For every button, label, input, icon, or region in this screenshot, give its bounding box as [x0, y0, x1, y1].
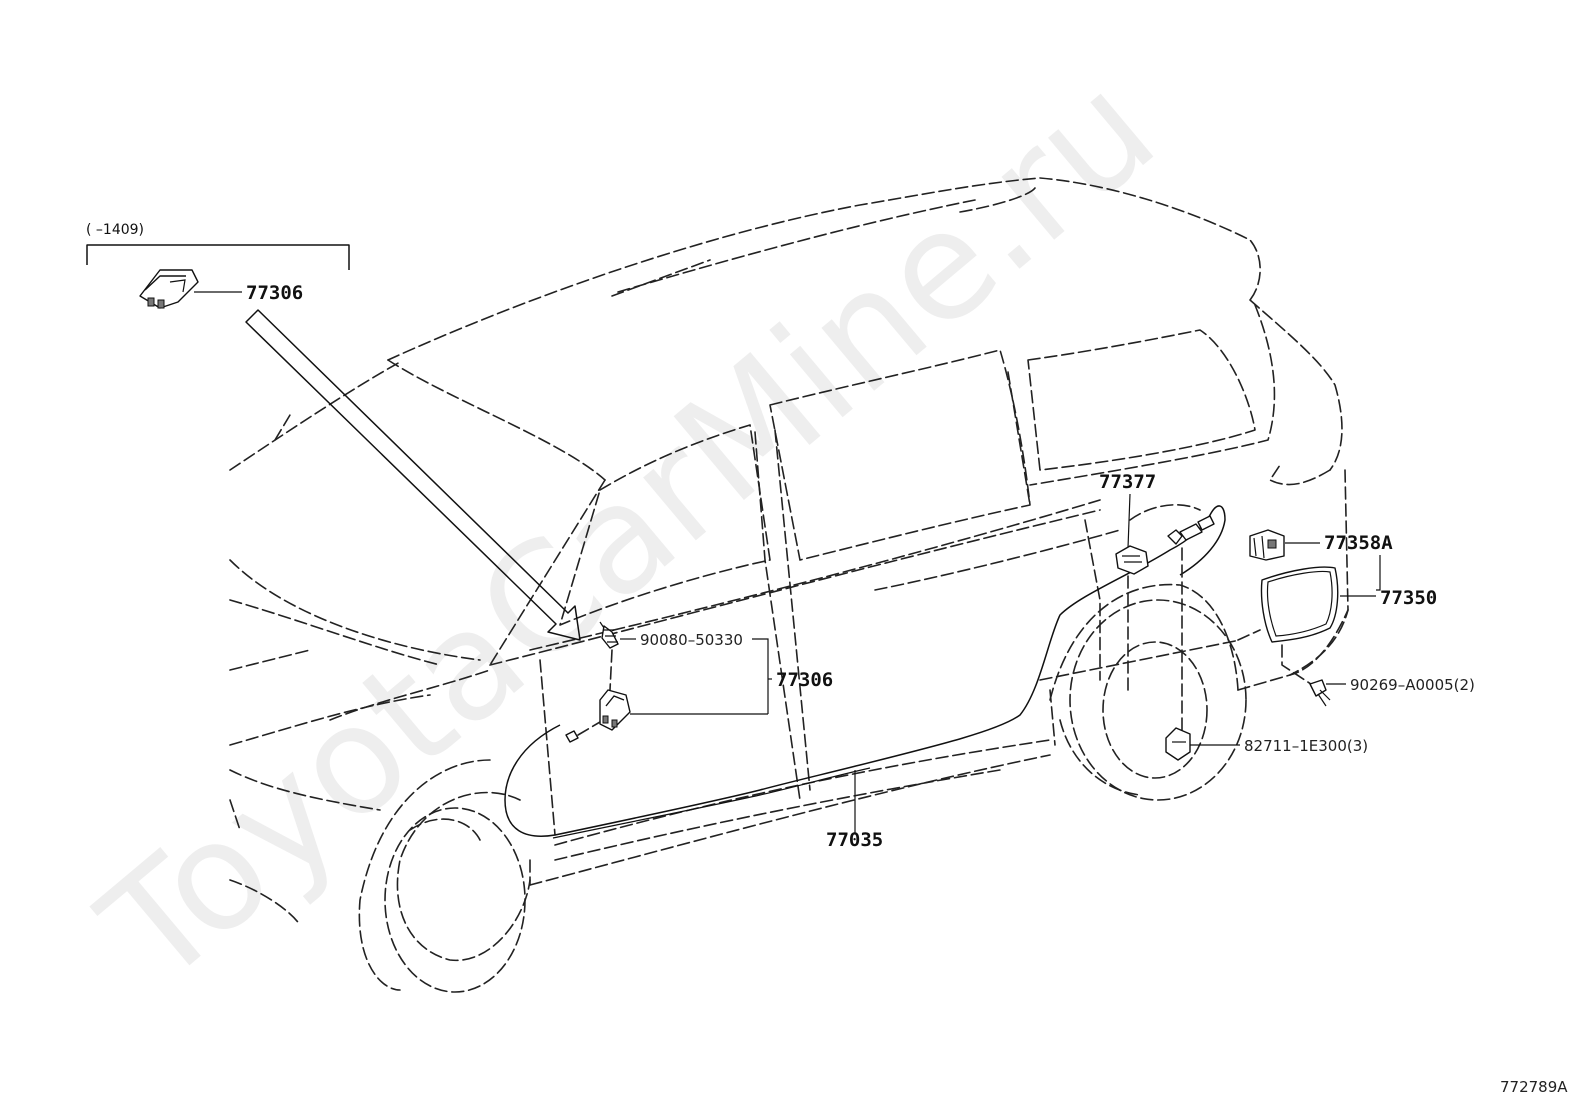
part-77358A[interactable]: 77358A [1249, 529, 1393, 591]
fuel-lid-opener-icon [139, 269, 199, 309]
diagram-code: 772789A [1500, 1078, 1568, 1096]
part-82711-1E300[interactable]: 82711–1E300(3) [1165, 727, 1368, 761]
vehicle-outline [229, 177, 1349, 993]
part-label-90080-50330: 90080–50330 [640, 631, 743, 649]
cable-end [1167, 515, 1215, 731]
part-77035[interactable]: 77035 [826, 770, 883, 851]
clip-icon [1309, 679, 1331, 707]
fuel-lid-icon [1260, 566, 1339, 643]
part-77377[interactable]: 77377 [1099, 471, 1156, 691]
opener-inset[interactable]: 77306 [139, 269, 303, 309]
part-label-77306: 77306 [776, 669, 833, 691]
location-arrow [245, 309, 581, 641]
part-label-77306-inset: 77306 [246, 282, 303, 304]
lock-actuator-icon [1115, 545, 1149, 575]
part-label-77358A: 77358A [1324, 532, 1393, 554]
part-label-82711-1E300: 82711–1E300(3) [1244, 737, 1368, 755]
part-90080-50330[interactable]: 90080–50330 [599, 621, 769, 714]
bracket-icon [1249, 529, 1285, 561]
part-label-77377: 77377 [1099, 471, 1156, 493]
fuel-lid-opener-icon-main [599, 689, 631, 731]
bolt-icon [599, 621, 619, 649]
part-label-77350: 77350 [1380, 587, 1437, 609]
clamp-icon [1165, 727, 1191, 761]
part-77306[interactable]: 77306 [599, 669, 833, 731]
part-77350[interactable]: 77350 [1260, 566, 1437, 691]
clip-icon-front [565, 721, 601, 743]
part-label-77035: 77035 [826, 829, 883, 851]
opener-cable[interactable] [504, 505, 1226, 839]
range-bracket-label: ( –1409) [86, 222, 144, 238]
part-90269-A0005[interactable]: 90269–A0005(2) [1309, 676, 1475, 707]
part-label-90269-A0005: 90269–A0005(2) [1350, 676, 1475, 694]
cable-end-icon [1167, 515, 1215, 545]
inset-bracket: ( –1409) [86, 222, 350, 270]
